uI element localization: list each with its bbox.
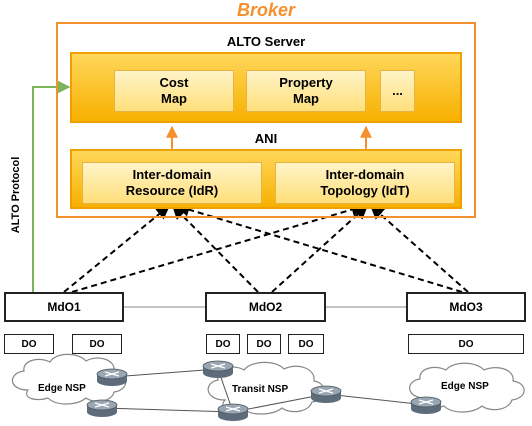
router-icon <box>310 385 342 403</box>
do-box: DO <box>72 334 122 354</box>
do-box: DO <box>206 334 240 354</box>
mdo3-idt-arrow <box>369 205 469 293</box>
idr-box: Inter-domain Resource (IdR) <box>82 162 262 204</box>
router-link <box>232 393 327 413</box>
router-link <box>325 393 427 406</box>
router-link <box>101 407 234 413</box>
mdo2-idr-arrow <box>172 205 259 293</box>
do-box: DO <box>288 334 324 354</box>
router-icon <box>410 396 442 414</box>
idt-box: Inter-domain Topology (IdT) <box>275 162 455 204</box>
alto-protocol-label: ALTO Protocol <box>9 150 23 240</box>
mdo1-box: MdO1 <box>4 292 124 322</box>
do-box: DO <box>408 334 524 354</box>
mdo2-box: MdO2 <box>205 292 326 322</box>
mdo1-idr-arrow <box>63 205 171 293</box>
property-map-box: Property Map <box>246 70 366 112</box>
router-icon <box>217 403 249 421</box>
edge-nsp-label-right: Edge NSP <box>441 381 489 392</box>
alto-server-title: ALTO Server <box>226 34 306 49</box>
edge-nsp-label-left: Edge NSP <box>38 383 86 394</box>
router-icon <box>202 360 234 378</box>
more-maps-box: ... <box>380 70 415 112</box>
router-link <box>111 368 219 378</box>
router-icon <box>86 399 118 417</box>
mdo2-idt-arrow <box>271 205 369 293</box>
broker-box <box>56 22 476 218</box>
alto-protocol-text: ALTO Protocol <box>10 156 22 234</box>
router-icon <box>96 368 128 386</box>
do-box: DO <box>247 334 281 354</box>
broker-title: Broker <box>236 0 296 20</box>
cost-map-box: Cost Map <box>114 70 234 112</box>
ani-title: ANI <box>254 131 278 146</box>
mdo3-box: MdO3 <box>406 292 526 322</box>
transit-nsp-label: Transit NSP <box>232 384 289 395</box>
do-box: DO <box>4 334 54 354</box>
mdo1-idt-arrow <box>71 202 366 293</box>
